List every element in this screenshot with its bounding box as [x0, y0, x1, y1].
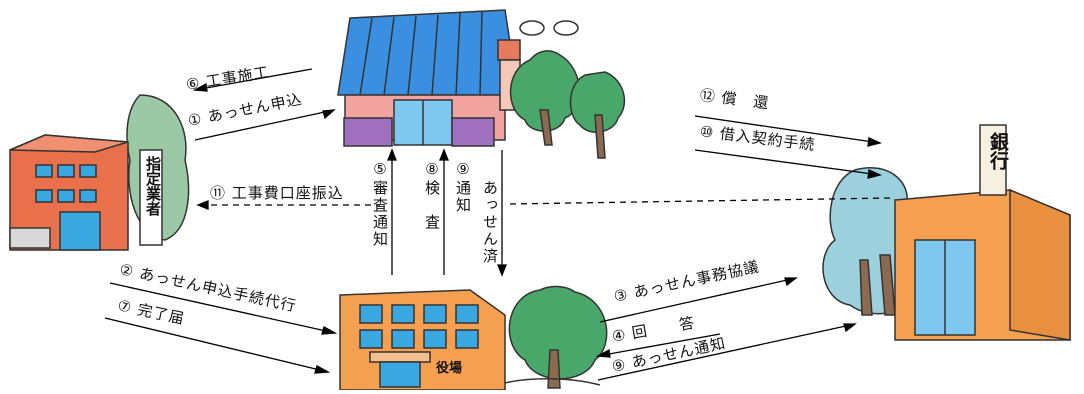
label-account-transfer: ⑪ 工事費口座振込: [210, 184, 344, 202]
flow-arrows: [104, 68, 891, 381]
town-office-sign: 役場: [436, 361, 463, 376]
label-notification: ⑨通知: [454, 160, 472, 214]
label-mediation-done: あっせん済: [481, 180, 499, 265]
town-office-building: [339, 285, 608, 391]
label-inspection: ⑧検 査: [423, 160, 441, 231]
house-trees: [509, 50, 626, 159]
label-review-notice: ⑤審査通知: [371, 160, 389, 248]
contractor-building: [9, 94, 190, 251]
house-illustration: [337, 9, 579, 147]
contractor-sign: 指定業者: [144, 156, 162, 216]
bank-building: [822, 124, 1071, 341]
bank-sign: 銀行: [987, 132, 1009, 170]
